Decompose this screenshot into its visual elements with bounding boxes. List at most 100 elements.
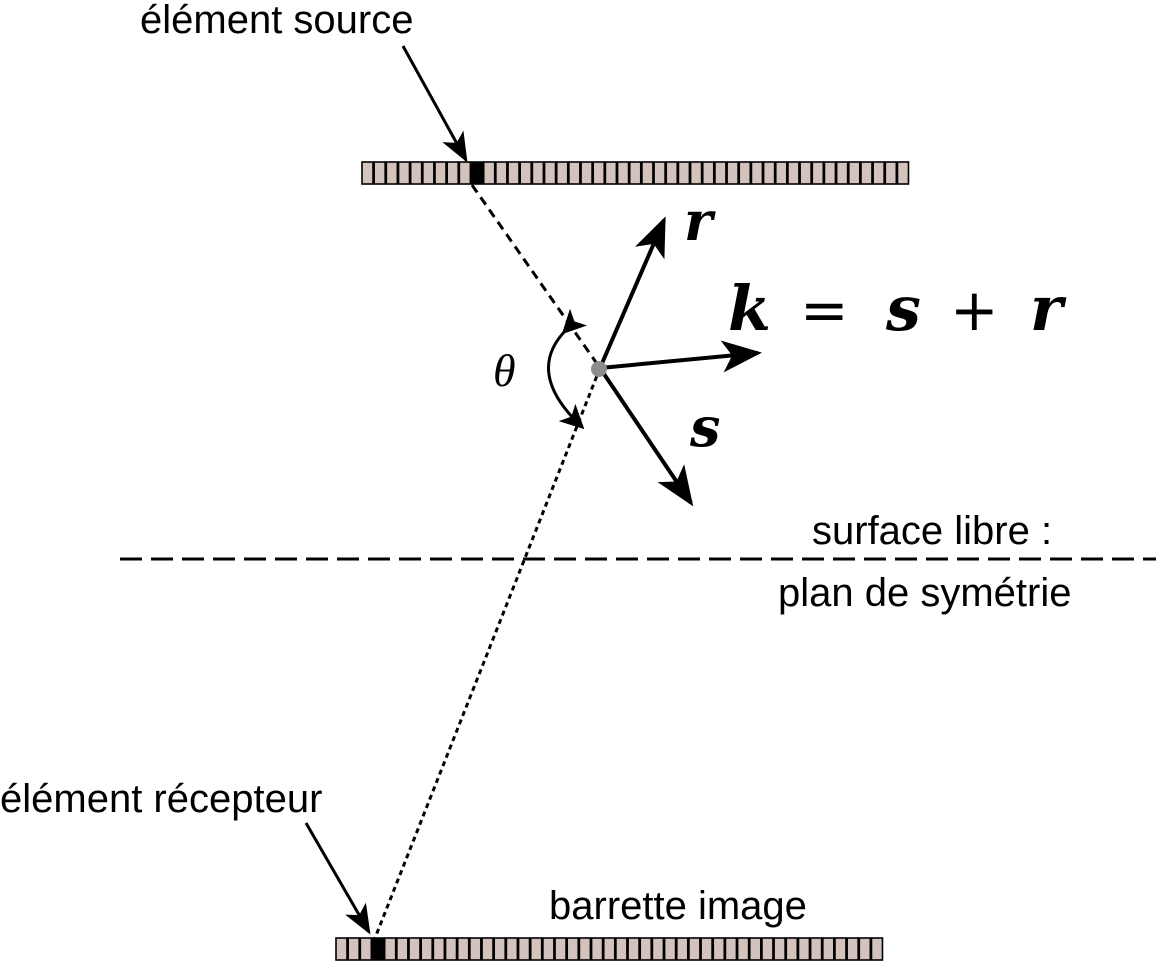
transducer-element — [361, 161, 374, 185]
transducer-element — [750, 161, 764, 185]
source-array — [361, 161, 910, 185]
transducer-element — [519, 161, 533, 185]
transducer-element — [821, 937, 835, 961]
transducer-element — [736, 937, 750, 961]
transducer-element — [505, 937, 519, 961]
transducer-element — [385, 161, 399, 185]
transducer-element — [773, 937, 786, 961]
transducer-element — [409, 161, 423, 185]
transducer-element — [846, 937, 859, 961]
transducer-element — [628, 161, 642, 185]
transducer-element — [469, 937, 482, 961]
transducer-element — [555, 161, 569, 185]
transducer-element — [373, 161, 386, 185]
transducer-element — [397, 161, 411, 185]
transducer-element — [590, 937, 604, 961]
transducer-element — [592, 161, 606, 185]
equation-equals: = — [800, 276, 849, 344]
transducer-element — [482, 161, 496, 185]
transducer-element — [359, 937, 373, 961]
source-element-label: élément source — [140, 0, 413, 42]
transducer-element — [870, 937, 884, 961]
transducer-element — [507, 161, 520, 185]
transducer-element — [602, 937, 616, 961]
transducer-element — [529, 937, 543, 961]
reflected-ray — [373, 367, 602, 939]
transducer-element — [495, 161, 508, 185]
free-surface-label: surface libre : — [812, 509, 1052, 553]
transducer-element — [714, 161, 727, 185]
equation-k: k — [728, 272, 771, 345]
incident-ray — [470, 184, 602, 369]
transducer-element — [542, 937, 555, 961]
transducer-element — [420, 937, 433, 961]
transducer-element — [663, 937, 677, 961]
transducer-element — [809, 937, 823, 961]
image-array — [335, 937, 884, 961]
transducer-element — [434, 161, 447, 185]
transducer-element — [872, 161, 885, 185]
transducer-element — [578, 937, 592, 961]
active-transducer-element — [470, 161, 484, 185]
transducer-element — [458, 161, 472, 185]
transducer-element — [554, 937, 567, 961]
vector-s-label: s — [689, 395, 720, 459]
transducer-element — [834, 937, 847, 961]
transducer-element — [651, 937, 665, 961]
transducer-element — [615, 937, 628, 961]
transducer-element — [677, 161, 691, 185]
transducer-element — [724, 937, 738, 961]
equation-r: r — [1030, 272, 1067, 345]
transducer-element — [700, 937, 713, 961]
transducer-element — [396, 937, 409, 961]
vector-s-arrow — [598, 366, 694, 507]
transducer-element — [543, 161, 557, 185]
transducer-element — [383, 937, 397, 961]
transducer-element — [884, 161, 898, 185]
receiver-element-pointer — [304, 822, 371, 935]
vector-r-label: r — [684, 189, 716, 253]
transducer-element — [580, 161, 593, 185]
transducer-element — [456, 937, 470, 961]
transducer-element — [675, 937, 689, 961]
transducer-element — [748, 937, 762, 961]
symmetry-plane-label: plan de symétrie — [778, 571, 1071, 615]
active-transducer-element — [371, 937, 385, 961]
theta-angle-arc — [547, 308, 588, 430]
transducer-element — [811, 161, 825, 185]
transducer-element — [689, 161, 703, 185]
transducer-element — [493, 937, 507, 961]
transducer-element — [347, 937, 360, 961]
transducer-element — [446, 161, 459, 185]
transducer-element — [761, 937, 774, 961]
transducer-element — [688, 937, 701, 961]
transducer-element — [785, 937, 799, 961]
transducer-element — [481, 937, 494, 961]
transducer-element — [726, 161, 739, 185]
transducer-element — [701, 161, 715, 185]
transducer-element — [799, 161, 812, 185]
transducer-element — [639, 937, 653, 961]
transducer-element — [835, 161, 849, 185]
receiver-element-label: élément récepteur — [0, 777, 322, 821]
transducer-element — [627, 937, 640, 961]
source-element-pointer — [401, 45, 468, 163]
transducer-element — [774, 161, 788, 185]
transducer-element — [797, 937, 811, 961]
vector-k-arrow — [599, 340, 762, 373]
k-equation: k = s + r — [728, 272, 1067, 345]
transducer-element — [517, 937, 531, 961]
transducer-element — [616, 161, 630, 185]
transducer-element — [408, 937, 421, 961]
transducer-element — [858, 937, 872, 961]
focal-point — [591, 361, 607, 377]
transducer-element — [762, 161, 776, 185]
theta-label: θ — [493, 345, 516, 396]
transducer-element — [847, 161, 861, 185]
transducer-element — [787, 161, 800, 185]
equation-plus: + — [950, 276, 999, 344]
transducer-element — [712, 937, 726, 961]
transducer-element — [422, 161, 435, 185]
transducer-element — [432, 937, 446, 961]
